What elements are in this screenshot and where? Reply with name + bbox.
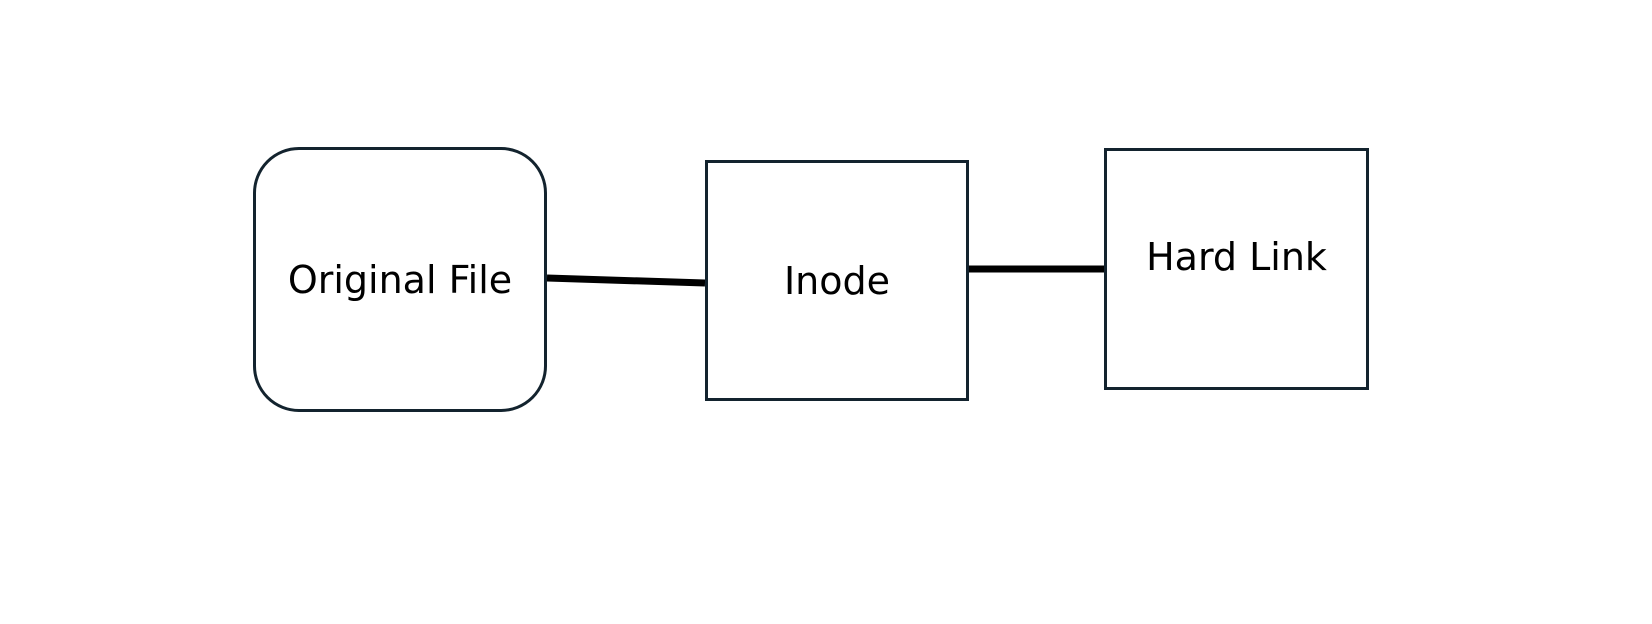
node-label-hard-link: Hard Link — [1146, 235, 1327, 279]
node-inode[interactable]: Inode — [705, 160, 969, 401]
node-original-file[interactable]: Original File — [253, 147, 547, 412]
node-label-inode: Inode — [783, 258, 891, 303]
node-hard-link[interactable]: Hard Link — [1104, 148, 1369, 390]
edge-original-to-inode — [546, 274, 706, 287]
node-label-original-file: Original File — [287, 257, 513, 302]
